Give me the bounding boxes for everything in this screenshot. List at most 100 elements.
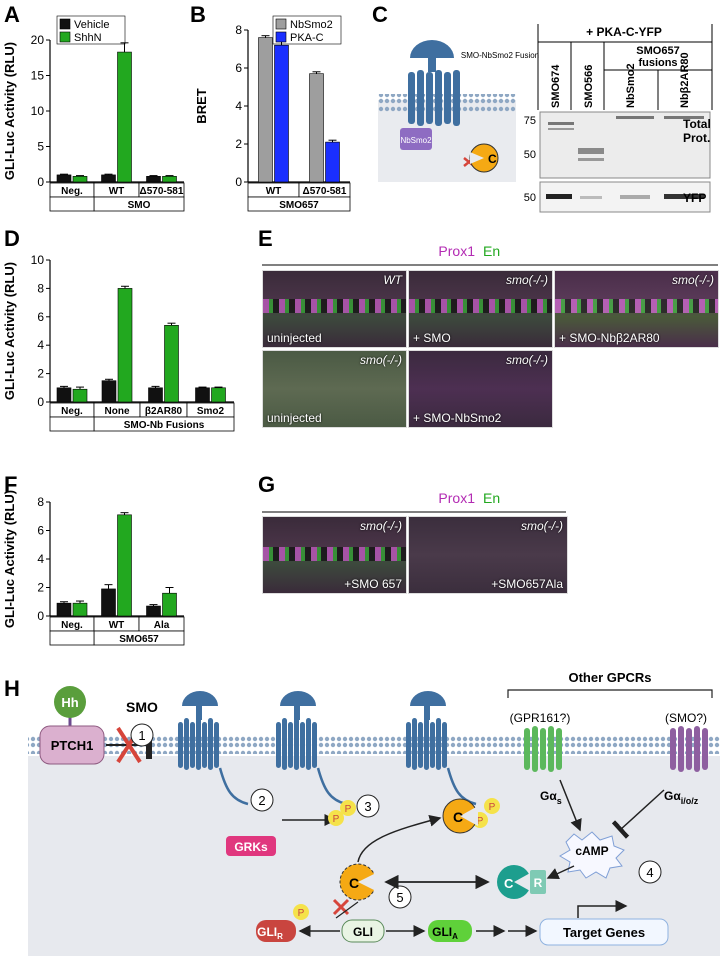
micrograph-g1-condition: +SMO 657 xyxy=(344,577,402,591)
phosphate: P xyxy=(328,810,344,826)
bar xyxy=(309,73,324,183)
smo-receptors xyxy=(178,691,477,806)
marker-75: 75 xyxy=(524,115,536,127)
micrograph-e5: smo(-/-) + SMO-NbSmo2 xyxy=(408,350,553,428)
group-label: SMO xyxy=(128,200,151,211)
bar xyxy=(72,602,88,617)
bar xyxy=(117,51,132,183)
legend-swatch xyxy=(59,18,71,30)
y-tick-label: 4 xyxy=(37,552,44,566)
group-label: SMO657 xyxy=(119,634,159,645)
fusion-label: SMO-NbSmo2 Fusion xyxy=(461,51,539,60)
group-cell-empty xyxy=(49,416,95,432)
gli-a-label: GLIA xyxy=(432,925,458,941)
pka-r-letter: R xyxy=(534,876,543,890)
category-label: Δ570-581 xyxy=(140,186,184,197)
group-label: SMO-Nb Fusions xyxy=(124,420,205,431)
bar xyxy=(56,174,72,183)
y-tick-label: 0 xyxy=(37,175,44,189)
y-tick-label: 20 xyxy=(31,33,45,47)
smo-receptor-3 xyxy=(406,691,477,806)
legend-label: NbSmo2 xyxy=(290,19,333,31)
smo-question-label: (SMO?) xyxy=(665,711,707,725)
y-tick-label: 8 xyxy=(235,23,242,37)
row-label-yfp: YFP xyxy=(683,191,706,205)
y-axis-label: BRET xyxy=(194,88,209,123)
smo-receptor-1 xyxy=(178,691,249,806)
y-tick-label: 2 xyxy=(235,137,242,151)
panel-g-title-prox1: Prox1 xyxy=(438,490,475,506)
svg-text:P: P xyxy=(333,814,340,825)
y-tick-label: 6 xyxy=(235,61,242,75)
panel-h-pathway: Other GPCRs (GPR161?) (SMO?) Hh PTCH1 SM… xyxy=(28,670,720,956)
panel-label-b: B xyxy=(190,2,206,27)
legend-label: Vehicle xyxy=(74,19,109,31)
y-tick-label: 8 xyxy=(37,495,44,509)
gpr161-label: (GPR161?) xyxy=(510,711,571,725)
svg-text:2: 2 xyxy=(258,793,265,808)
category-label: β2AR80 xyxy=(145,406,183,417)
legend-swatch xyxy=(59,31,71,43)
panel-g-title-en: En xyxy=(483,490,500,506)
y-tick-label: 5 xyxy=(37,140,44,154)
y-tick-label: 0 xyxy=(37,609,44,623)
micrograph-e3-condition: + SMO-Nbβ2AR80 xyxy=(559,331,660,345)
gli-r-p-label: P xyxy=(298,908,305,919)
micrograph-e4: smo(-/-) uninjected xyxy=(262,350,407,428)
y-tick-label: 6 xyxy=(37,310,44,324)
blot-total-protein xyxy=(539,111,711,179)
micrograph-e2: smo(-/-) + SMO xyxy=(408,270,553,348)
marker-50-top: 50 xyxy=(524,149,536,161)
svg-text:P: P xyxy=(477,816,484,827)
bar xyxy=(195,387,210,403)
bar xyxy=(72,176,88,183)
category-label: Neg. xyxy=(61,186,83,197)
pka-r-subunit xyxy=(530,870,546,894)
panel-label-f: F xyxy=(4,472,17,497)
svg-text:3: 3 xyxy=(364,799,371,814)
micrograph-e3-genotype: smo(-/-) xyxy=(672,273,714,287)
category-label: Neg. xyxy=(61,620,83,631)
grks-label: GRKs xyxy=(234,840,268,854)
nbsmo2-box xyxy=(400,128,432,150)
bar xyxy=(325,141,340,183)
micrograph-e5-condition: + SMO-NbSmo2 xyxy=(413,411,502,425)
legend-box xyxy=(56,15,126,45)
y-tick-label: 2 xyxy=(37,581,44,595)
category-label: WT xyxy=(109,620,125,631)
svg-text:5: 5 xyxy=(396,890,403,905)
gai-label: Gαi/o/z xyxy=(664,789,699,806)
step-1: 1 xyxy=(130,723,154,747)
step-5: 5 xyxy=(388,885,412,909)
ptch1-shape xyxy=(39,725,105,765)
micrograph-g1-genotype: smo(-/-) xyxy=(360,519,402,533)
hh-ligand xyxy=(54,686,86,718)
bar xyxy=(211,387,226,403)
y-tick-label: 8 xyxy=(37,281,44,295)
smo-label: SMO xyxy=(126,699,158,715)
y-tick-label: 4 xyxy=(37,338,44,352)
bar xyxy=(101,174,116,183)
panel-label-g: G xyxy=(258,472,275,497)
camp-burst xyxy=(559,831,625,879)
bar xyxy=(148,387,163,403)
gli-r-label: GLIR xyxy=(257,925,283,941)
group-cell-empty xyxy=(49,196,95,212)
pka-c-letter: C xyxy=(488,152,497,166)
micrograph-e3: smo(-/-) + SMO-Nbβ2AR80 xyxy=(554,270,719,348)
legend-box xyxy=(272,15,342,45)
marker-50-bottom: 50 xyxy=(524,192,536,204)
category-label: Δ570-581 xyxy=(303,186,347,197)
micrograph-e1: WT uninjected xyxy=(262,270,407,348)
panel-label-d: D xyxy=(4,226,20,251)
gas-label: Gαs xyxy=(540,789,562,806)
legend-swatch xyxy=(275,31,287,43)
category-label: Ala xyxy=(154,620,170,631)
lane-label-1: SMO674 xyxy=(550,64,562,108)
micrograph-g2-genotype: smo(-/-) xyxy=(521,519,563,533)
gli-label: GLI xyxy=(353,925,373,939)
lane-label-2: SMO566 xyxy=(583,65,595,108)
bar xyxy=(258,37,273,183)
